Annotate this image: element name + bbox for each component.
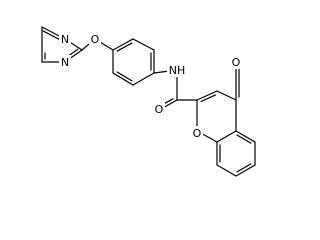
- double-bond-a5-a6: [116, 71, 133, 82]
- atom-label-o-ring: O: [193, 127, 202, 140]
- atom-n-pyrimidine-upper: N: [59, 32, 71, 46]
- bond-c4a-c8a: [216, 130, 237, 143]
- atom-o-chromone-ring: O: [191, 126, 203, 140]
- molecule-drawing: N N O NH O O O: [41, 26, 256, 177]
- atom-o-amide: O: [153, 102, 165, 116]
- bond-c6-c7: [235, 164, 256, 177]
- atom-label-n-lower: N: [61, 56, 69, 69]
- atom-label-o-amide: O: [155, 103, 164, 116]
- bond-a2-a3: [132, 38, 155, 51]
- atom-o-ketone: O: [230, 55, 242, 69]
- double-bond-c6-c7: [236, 163, 252, 173]
- atom-label-o-ketone: O: [232, 56, 241, 69]
- atom-label-n-upper: N: [61, 33, 69, 46]
- bond-a4-a5: [132, 72, 155, 86]
- bond-c7-c8: [216, 164, 237, 177]
- bond-c3-c4: [216, 90, 237, 101]
- bond-c2r-c3: [196, 90, 218, 101]
- bond-layer: [41, 26, 256, 177]
- double-bond-p1-nU: [42, 30, 62, 41]
- structure-canvas: N N O NH O O O: [41, 26, 256, 177]
- atom-label-layer: N N O NH O O O: [59, 32, 242, 140]
- atom-label-o-ether: O: [91, 33, 100, 46]
- atom-label-nh: NH: [169, 64, 186, 77]
- double-bond-a1-a2: [116, 42, 133, 52]
- double-bond-c4a-c5: [236, 134, 252, 144]
- atom-n-pyrimidine-lower: N: [59, 55, 71, 69]
- bond-a1-a2: [112, 38, 134, 51]
- atom-nh-amide: NH: [167, 63, 187, 77]
- bond-a5-a6: [112, 72, 134, 86]
- atom-o-ether: O: [89, 32, 101, 46]
- double-bond-c2r-c3: [200, 94, 217, 103]
- bond-c4a-c5: [235, 130, 256, 143]
